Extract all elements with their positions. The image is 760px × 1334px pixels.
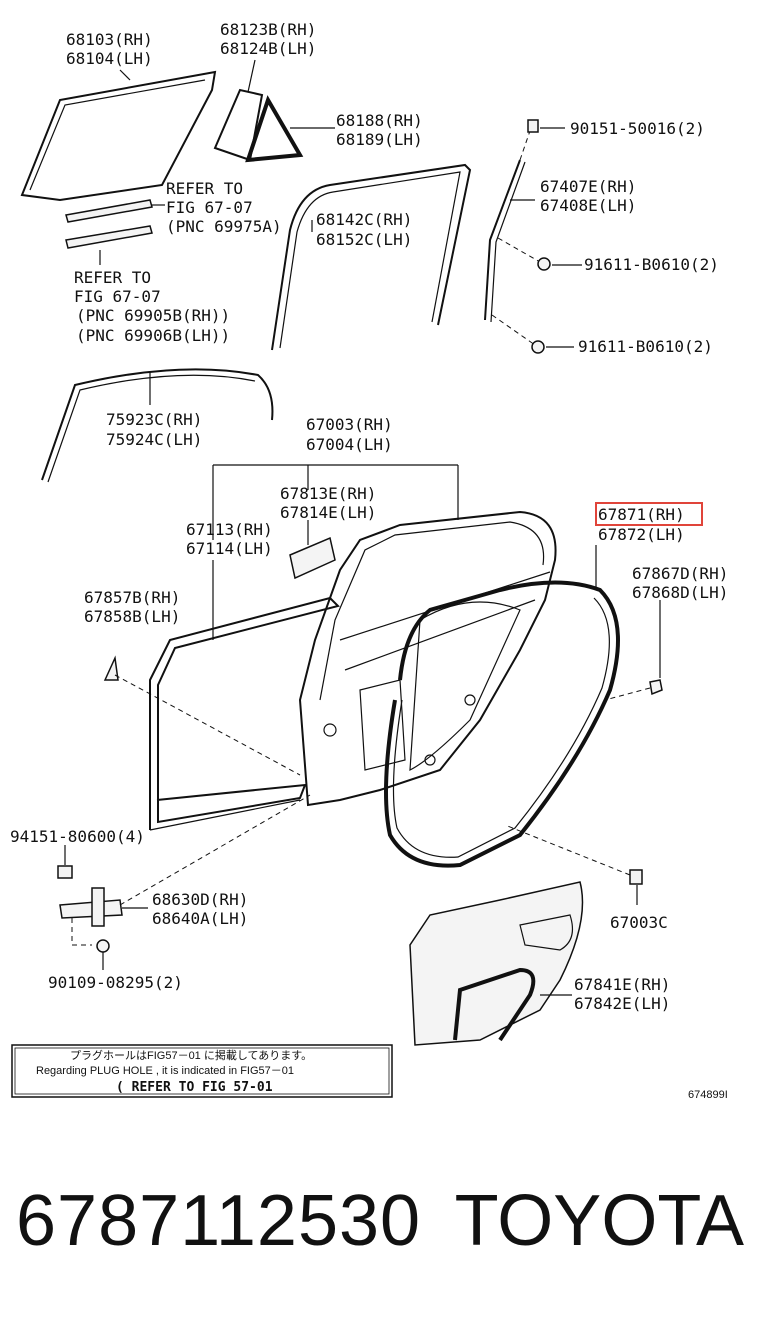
service-hole-cover bbox=[409, 881, 584, 1046]
label-67003: 67003(RH) bbox=[306, 415, 393, 434]
refer-2-line3: (PNC 69905B(RH)) bbox=[76, 306, 230, 325]
label-67113: 67113(RH) bbox=[186, 520, 273, 539]
label-68124b: 68124B(LH) bbox=[220, 39, 316, 58]
label-67114: 67114(LH) bbox=[186, 539, 273, 558]
door-check bbox=[59, 887, 148, 946]
label-67872: 67872(LH) bbox=[598, 525, 685, 544]
figure-id: 674899I bbox=[688, 1089, 728, 1101]
label-68104: 68104(LH) bbox=[66, 49, 153, 68]
label-67407e: 67407E(RH) bbox=[540, 177, 636, 196]
door-outside-seal bbox=[149, 596, 340, 831]
label-67004: 67004(LH) bbox=[306, 435, 393, 454]
refer-1-line1: REFER TO bbox=[166, 179, 243, 198]
label-68189: 68189(LH) bbox=[336, 130, 423, 149]
quarter-window-glass bbox=[213, 59, 264, 162]
refer-1-line2: FIG 67-07 bbox=[166, 198, 253, 217]
label-67871: 67871(RH) bbox=[598, 505, 685, 524]
label-67857b: 67857B(RH) bbox=[84, 588, 180, 607]
hinge-dash bbox=[119, 794, 311, 906]
refer-1-line3: (PNC 69975A) bbox=[166, 217, 282, 236]
clip-67857 bbox=[103, 655, 301, 776]
label-67814e: 67814E(LH) bbox=[280, 503, 376, 522]
label-68152c: 68152C(LH) bbox=[316, 230, 412, 249]
label-67841e: 67841E(RH) bbox=[574, 975, 670, 994]
label-67003c: 67003C bbox=[610, 913, 668, 932]
bolt-91611-upper bbox=[537, 257, 582, 271]
label-68123b: 68123B(RH) bbox=[220, 20, 316, 39]
label-91611-lower: 91611-B0610(2) bbox=[578, 337, 713, 356]
label-94151: 94151-80600(4) bbox=[10, 827, 145, 846]
rear-door-panel bbox=[298, 510, 557, 807]
door-frame-moulding bbox=[41, 368, 274, 483]
bolt-90109 bbox=[96, 939, 110, 970]
label-67408e: 67408E(LH) bbox=[540, 196, 636, 215]
bolt-91611-lower bbox=[531, 340, 574, 354]
label-67858b: 67858B(LH) bbox=[84, 607, 180, 626]
door-glass-run bbox=[271, 163, 472, 351]
belt-moulding-upper bbox=[65, 199, 165, 223]
note-english: Regarding PLUG HOLE , it is indicated in… bbox=[36, 1065, 294, 1077]
label-68103: 68103(RH) bbox=[66, 30, 153, 49]
quarter-glass-weatherstrip bbox=[245, 95, 335, 163]
label-68142c: 68142C(RH) bbox=[316, 210, 412, 229]
door-plate bbox=[289, 520, 336, 580]
label-68630d: 68630D(RH) bbox=[152, 890, 248, 909]
door-bracket-lines bbox=[212, 464, 459, 640]
clip-67867 bbox=[604, 600, 663, 701]
door-frame-division-bar bbox=[484, 124, 541, 346]
label-91611-upper: 91611-B0610(2) bbox=[584, 255, 719, 274]
parts-diagram: 68103(RH) 68104(LH) 68123B(RH) 68124B(LH… bbox=[10, 20, 728, 1101]
label-67842e: 67842E(LH) bbox=[574, 994, 670, 1013]
door-weatherstrip bbox=[384, 545, 620, 868]
note-refer: ( REFER TO FIG 57-01 bbox=[116, 1080, 273, 1095]
brand-name: TOYOTA bbox=[454, 1181, 744, 1261]
label-67867d: 67867D(RH) bbox=[632, 564, 728, 583]
label-67813e: 67813E(RH) bbox=[280, 484, 376, 503]
note-japanese: プラグホールはFIG57－01 に掲載してあります。 bbox=[70, 1048, 312, 1062]
label-90109: 90109-08295(2) bbox=[48, 973, 183, 992]
label-68640a: 68640A(LH) bbox=[152, 909, 248, 928]
refer-2-line4: (PNC 69906B(LH)) bbox=[76, 326, 230, 345]
plug-hole-note: プラグホールはFIG57－01 に掲載してあります。 Regarding PLU… bbox=[11, 1044, 393, 1098]
label-68188: 68188(RH) bbox=[336, 111, 423, 130]
belt-moulding-lower bbox=[65, 225, 153, 265]
label-75924c: 75924C(LH) bbox=[106, 430, 202, 449]
label-67868d: 67868D(LH) bbox=[632, 583, 728, 602]
clip-67003c bbox=[504, 824, 643, 905]
bolt-94151 bbox=[57, 845, 73, 879]
footer: 6787112530 TOYOTA bbox=[0, 1180, 760, 1300]
label-75923c: 75923C(RH) bbox=[106, 410, 202, 429]
highlight-box bbox=[595, 502, 703, 526]
door-glass bbox=[20, 69, 217, 202]
part-number: 6787112530 bbox=[16, 1181, 422, 1261]
screw-90151 bbox=[527, 119, 565, 133]
refer-2-line2: FIG 67-07 bbox=[74, 287, 161, 306]
label-90151: 90151-50016(2) bbox=[570, 119, 705, 138]
refer-2-line1: REFER TO bbox=[74, 268, 151, 287]
